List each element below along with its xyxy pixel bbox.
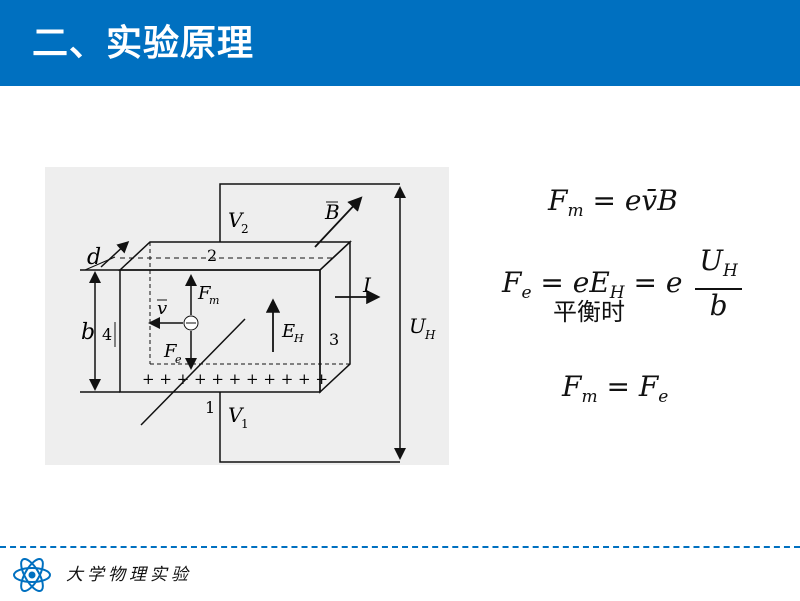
uh-label: U <box>409 314 427 338</box>
circuit-wire <box>219 183 400 242</box>
b-field-arrow <box>314 196 363 248</box>
d-label: d <box>87 245 101 270</box>
fm-label: F <box>197 283 212 304</box>
footer-divider <box>0 546 800 548</box>
header-bar: 二、实验原理 <box>0 0 800 86</box>
electrode-4: 4 <box>102 325 112 344</box>
atom-icon <box>10 553 54 601</box>
b-label: b <box>81 320 95 345</box>
eh-label: E <box>281 321 295 342</box>
hall-effect-diagram: U H b d 2 4 3 1 V 2 V 1 B I <box>45 167 449 465</box>
balance-text: 平衡时 <box>553 298 625 326</box>
electrode-1: 1 <box>205 398 215 417</box>
v1-label: V <box>228 403 245 427</box>
v2-label: V <box>228 208 245 232</box>
electrode-3: 3 <box>329 330 339 349</box>
footer-course-name: 大学物理实验 <box>66 565 192 585</box>
formula-magnetic-force: Fm = ev̄B <box>548 184 678 221</box>
cross-line <box>140 318 246 426</box>
uh-sub: H <box>424 328 436 342</box>
fraction-uh-over-b: UH b <box>695 246 742 322</box>
electrode-2: 2 <box>207 246 217 265</box>
d-arrow <box>100 240 130 268</box>
v-label: v <box>157 298 167 319</box>
current-label: I <box>362 273 372 297</box>
b-field-label: B <box>324 200 340 224</box>
circuit-wire-bottom <box>219 392 400 463</box>
formula-electric-force: Fe = eEH = e UH b <box>502 246 742 322</box>
v1-sub: 1 <box>241 417 249 431</box>
fm-sub: m <box>209 294 219 307</box>
positive-charges: + + + + + + + + + + + <box>142 370 328 388</box>
v2-sub: 2 <box>241 222 249 236</box>
fe-label: F <box>163 341 178 362</box>
formula-balance: Fm = Fe <box>562 370 669 407</box>
page-title: 二、实验原理 <box>32 23 255 64</box>
diagram-svg: U H b d 2 4 3 1 V 2 V 1 B I <box>80 183 436 463</box>
fe-sub: e <box>175 353 182 366</box>
eh-sub: H <box>293 332 304 345</box>
